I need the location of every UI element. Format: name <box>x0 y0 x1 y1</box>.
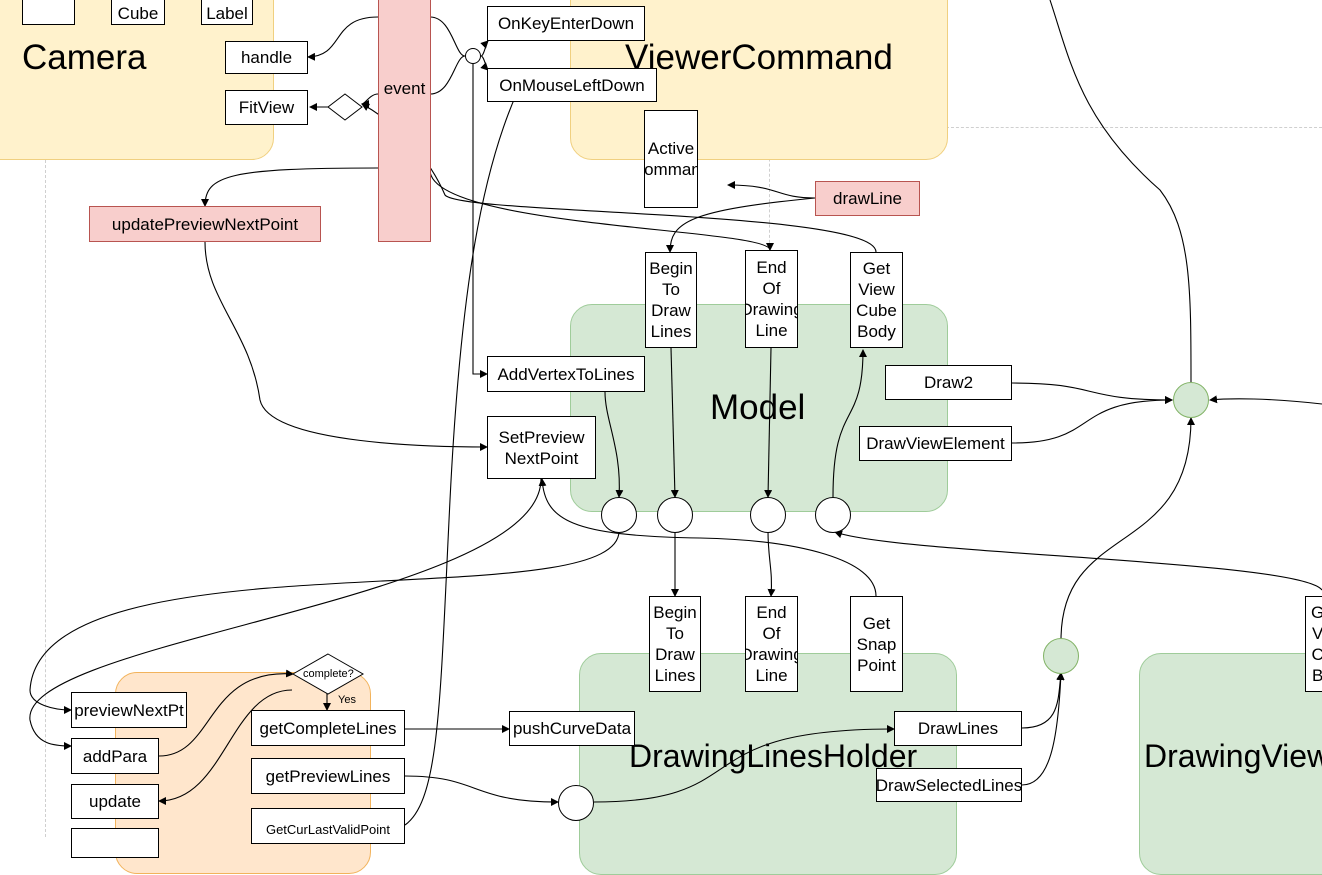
edge <box>1049 0 1192 383</box>
get-view-cube-body-node: Get View Cube Body <box>850 252 903 348</box>
junction-circle <box>558 785 594 821</box>
edge <box>666 197 816 253</box>
active-command-node: Active Command <box>644 110 698 208</box>
edge <box>1021 672 1065 786</box>
get-complete-lines-node: getCompleteLines <box>251 710 405 746</box>
get-cur-last-valid-point-node: GetCurLastValidPoint <box>251 808 405 844</box>
guide-line <box>769 128 770 248</box>
edge <box>158 669 294 757</box>
event-node: event <box>378 0 431 242</box>
edge <box>361 103 877 253</box>
edge <box>538 478 877 597</box>
viewer-command-title: ViewerCommand <box>625 38 893 77</box>
edge <box>1011 382 1173 404</box>
edge <box>767 530 776 597</box>
top-left-box <box>22 0 75 25</box>
edge <box>1011 396 1173 444</box>
edge <box>158 689 293 805</box>
fit-view-node: FitView <box>225 90 308 125</box>
preview-next-pt-node: previewNextPt <box>71 692 187 728</box>
update-node: update <box>71 784 159 819</box>
edge <box>480 40 489 57</box>
on-key-enter-down-node: OnKeyEnterDown <box>487 6 645 41</box>
edge <box>307 16 379 61</box>
add-vertex-to-lines-node: AddVertexToLines <box>487 356 645 392</box>
edge <box>670 347 679 498</box>
edge <box>204 241 488 451</box>
drawing-view-title: DrawingView <box>1144 738 1322 774</box>
connector-layer <box>29 0 1322 826</box>
edge <box>604 391 624 498</box>
junction-circle <box>750 497 786 533</box>
edge <box>834 530 1322 591</box>
edge <box>429 169 774 251</box>
junction-circle <box>815 497 851 533</box>
get-preview-lines-node: getPreviewLines <box>251 758 405 794</box>
guide-line <box>45 160 46 837</box>
camera-region <box>0 0 274 160</box>
holder-end-of-drawing-line-node: End Of Drawing Line <box>745 596 798 692</box>
edge <box>404 775 559 806</box>
partial-right-node: G V C B <box>1305 596 1322 692</box>
complete-decision-label: complete? <box>303 668 354 680</box>
draw2-node: Draw2 <box>885 365 1012 400</box>
merge-circle <box>1173 382 1209 418</box>
draw-view-element-node: DrawViewElement <box>859 426 1012 461</box>
edge <box>29 530 620 714</box>
get-snap-point-node: Get Snap Point <box>850 596 903 692</box>
add-para-node: addPara <box>71 738 159 774</box>
on-mouse-left-down-node: OnMouseLeftDown <box>487 68 657 102</box>
model-begin-to-draw-lines-node: Begin To Draw Lines <box>645 252 697 348</box>
camera-title: Camera <box>22 38 147 77</box>
edge <box>361 93 379 108</box>
edge <box>404 69 529 826</box>
edge <box>472 64 488 378</box>
handle-node: handle <box>225 41 308 74</box>
cube-node: Cube <box>111 0 165 25</box>
edge <box>1060 417 1195 641</box>
edge <box>429 55 466 95</box>
edge-group <box>29 0 1322 826</box>
edge <box>1209 395 1322 405</box>
edge <box>764 347 773 498</box>
bottom-left-box <box>71 828 159 858</box>
edge <box>727 181 816 199</box>
edge <box>832 349 867 498</box>
guide-line <box>946 127 1322 128</box>
model-end-of-drawing-line-node: End Of Drawing Line <box>745 250 798 348</box>
drawing-lines-holder-title: DrawingLinesHolder <box>629 738 918 774</box>
draw-line-node: drawLine <box>815 181 920 216</box>
edge <box>201 167 379 207</box>
edge <box>1021 672 1065 729</box>
junction-circle <box>601 497 637 533</box>
complete-decision-diamond <box>292 653 364 695</box>
draw-lines-node: DrawLines <box>894 711 1022 746</box>
holder-begin-to-draw-lines-node: Begin To Draw Lines <box>649 596 701 692</box>
model-title: Model <box>710 388 806 427</box>
edge <box>29 478 542 750</box>
update-preview-next-point-node: updatePreviewNextPoint <box>89 206 321 242</box>
edge <box>593 725 895 803</box>
merge-circle <box>1043 638 1079 674</box>
push-curve-data-node: pushCurveData <box>509 711 635 746</box>
set-preview-next-point-node: SetPreview NextPoint <box>487 416 596 479</box>
decision-diamond <box>327 93 363 121</box>
junction-circle <box>465 48 481 64</box>
draw-selected-lines-node: DrawSelectedLines <box>876 768 1022 802</box>
mouse-label-node: Mouse Label <box>201 0 253 25</box>
edge <box>429 16 466 57</box>
junction-circle <box>657 497 693 533</box>
yes-label: Yes <box>338 694 356 706</box>
